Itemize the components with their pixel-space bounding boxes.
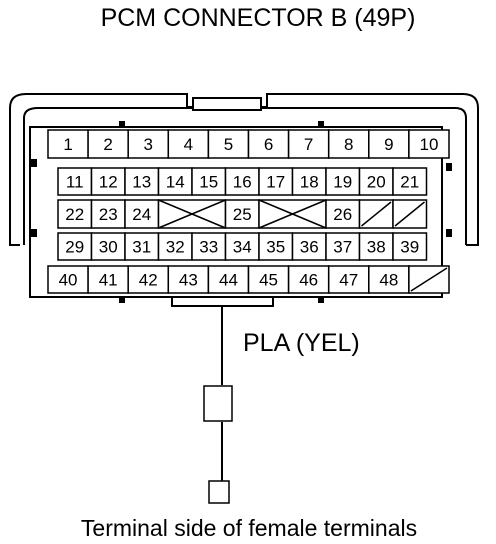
pin-number-39: 39: [400, 238, 419, 257]
pin-cell: [358, 232, 394, 261]
pin-cell: [291, 167, 327, 196]
pin-number-30: 30: [99, 238, 118, 257]
pin-number-12: 12: [99, 173, 118, 192]
pin-cell: [392, 167, 428, 196]
pin-cell: [167, 129, 210, 159]
pin-cell: [327, 265, 370, 294]
pin-cell: [87, 265, 129, 294]
pin-number-10: 10: [419, 135, 438, 154]
wire-label: PLA (YEL): [243, 329, 360, 357]
pin-cell: [124, 199, 160, 229]
diagram-title: PCM CONNECTOR B (49P): [101, 4, 416, 32]
pin-number-45: 45: [259, 271, 278, 290]
pin-cell: [167, 265, 210, 294]
pin-number-46: 46: [299, 271, 318, 290]
pin-number-20: 20: [367, 173, 386, 192]
pin-number-11: 11: [66, 173, 84, 192]
empty-cavity-slash: [410, 267, 448, 292]
pin-cell: [392, 232, 428, 261]
pin-number-9: 9: [384, 135, 393, 154]
pin-number-26: 26: [333, 205, 352, 224]
pin-number-16: 16: [233, 173, 252, 192]
pin-cell: [57, 167, 93, 196]
pin-number-6: 6: [264, 135, 273, 154]
pin-number-15: 15: [199, 173, 218, 192]
pin-number-43: 43: [179, 271, 198, 290]
pin-number-48: 48: [379, 271, 398, 290]
pin-number-22: 22: [65, 205, 84, 224]
pin-number-19: 19: [333, 173, 352, 192]
pin-number-14: 14: [166, 173, 185, 192]
pin-number-33: 33: [199, 238, 218, 257]
pin-cell: [224, 167, 260, 196]
pin-cell: [87, 129, 129, 159]
pin-number-41: 41: [99, 271, 118, 290]
pin-cell: [224, 199, 260, 229]
connector-housing: [9, 93, 479, 307]
pin-cell: [368, 265, 410, 294]
pin-cell: [408, 129, 450, 159]
pin-number-37: 37: [333, 238, 352, 257]
pin-number-17: 17: [266, 173, 285, 192]
splice-connector: [203, 385, 233, 422]
pin-number-36: 36: [300, 238, 319, 257]
pin-cell: [224, 232, 260, 261]
empty-cavity-slash: [361, 201, 392, 227]
pin-number-18: 18: [300, 173, 319, 192]
pin-number-5: 5: [224, 135, 233, 154]
pin-number-34: 34: [233, 238, 252, 257]
pin-cell: [207, 129, 250, 159]
pin-number-24: 24: [132, 205, 151, 224]
pin-number-40: 40: [59, 271, 78, 290]
pin-number-47: 47: [339, 271, 358, 290]
diagram-caption: Terminal side of female terminals: [81, 515, 417, 541]
pin-number-32: 32: [166, 238, 185, 257]
pin-cell: [157, 232, 193, 261]
connector-latch-tabs: [31, 121, 452, 303]
pin-number-38: 38: [367, 238, 386, 257]
pin-number-13: 13: [132, 173, 151, 192]
pin-number-29: 29: [65, 238, 84, 257]
pin-number-3: 3: [144, 135, 153, 154]
pin-cell: [127, 129, 170, 159]
pin-cell: [291, 232, 327, 261]
pin-number-4: 4: [184, 135, 193, 154]
pin-number-8: 8: [344, 135, 353, 154]
pin-number-42: 42: [139, 271, 158, 290]
pin-number-2: 2: [103, 135, 112, 154]
pin-number-23: 23: [99, 205, 118, 224]
pin-cell: [368, 129, 410, 159]
pin-cell: [191, 167, 227, 196]
pin-number-25: 25: [233, 205, 252, 224]
pin-number-7: 7: [304, 135, 313, 154]
pin-cell: [358, 167, 394, 196]
pin-cell: [247, 129, 290, 159]
pin-cell: [157, 167, 193, 196]
pin-cell: [258, 167, 294, 196]
pin-number-31: 31: [132, 238, 151, 257]
pin-cell: [325, 167, 361, 196]
pin-cell: [247, 265, 290, 294]
pin-number-21: 21: [400, 173, 419, 192]
pin-number-1: 1: [63, 135, 72, 154]
pin-number-44: 44: [219, 271, 238, 290]
pin-cell: [287, 129, 330, 159]
ground-terminal: [208, 480, 230, 504]
empty-cavity-slash: [394, 201, 425, 227]
pin-cell: [327, 129, 370, 159]
pin-number-35: 35: [266, 238, 285, 257]
pin-cell: [90, 232, 126, 261]
